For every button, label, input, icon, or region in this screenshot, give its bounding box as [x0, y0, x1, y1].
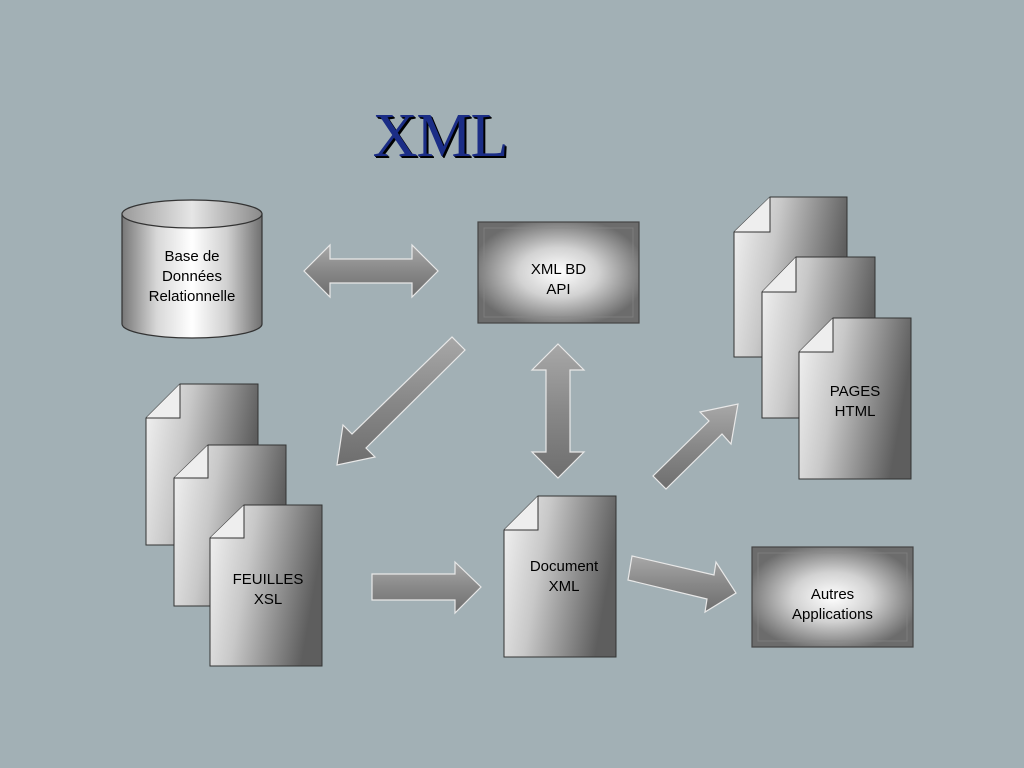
api-box: [477, 221, 640, 324]
stylesheets-label: FEUILLES XSL: [210, 568, 326, 612]
apps-box: [751, 546, 914, 648]
apps-label-line-1: Autres: [810, 586, 855, 603]
document-label-line-2: XML: [548, 578, 580, 595]
apps-label-line-2: Applications: [792, 606, 873, 623]
api-label-line-2: API: [546, 281, 571, 298]
arrow-api-xsl: [336, 336, 466, 466]
pages-label-line-2: HTML: [834, 403, 876, 420]
stylesheets-label-line-1: FEUILLES: [232, 571, 304, 588]
api-label: XML BD API: [478, 258, 639, 302]
xml-document-page: [503, 495, 617, 658]
html-pages-stack: [733, 196, 912, 480]
xsl-stylesheets-stack: [145, 383, 323, 667]
document-label-line-1: Document: [529, 558, 599, 575]
pages-label: PAGES HTML: [799, 380, 911, 424]
arrow-db-api: [303, 243, 439, 299]
stylesheets-label-line-2: XSL: [253, 591, 283, 608]
diagram-title: XML: [372, 102, 509, 170]
arrow-api-document: [530, 343, 586, 479]
arrow-document-html: [652, 403, 739, 490]
document-label: Document XML: [504, 555, 624, 599]
apps-label: Autres Applications: [752, 583, 913, 627]
database-label-line-2: Données: [161, 268, 223, 285]
pages-label-line-1: PAGES: [829, 383, 881, 400]
database-label-line-3: Relationnelle: [148, 288, 236, 305]
arrow-xsl-document: [371, 560, 482, 615]
database-label: Base de Données Relationnelle: [122, 245, 262, 309]
database-label-line-1: Base de: [164, 248, 220, 265]
arrow-document-apps: [627, 555, 737, 614]
api-label-line-1: XML BD: [530, 261, 587, 278]
database-cylinder: [121, 199, 263, 339]
